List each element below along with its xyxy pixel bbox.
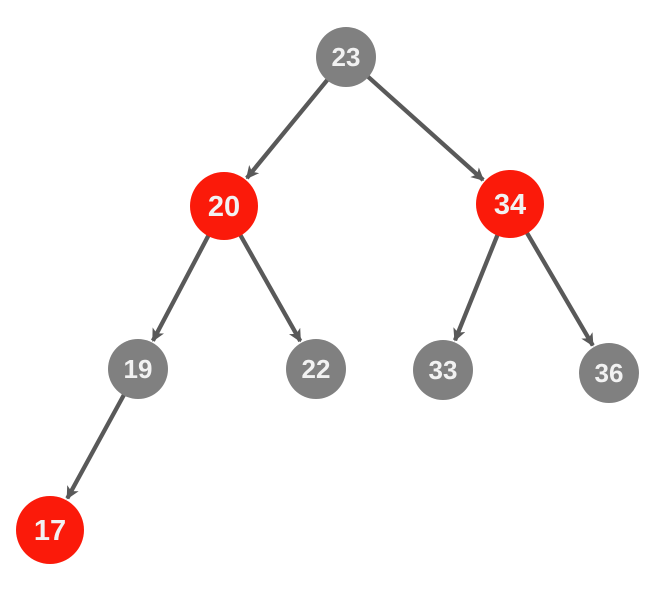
edge-19-17 <box>65 392 127 500</box>
tree-node-label-17: 17 <box>34 515 66 547</box>
tree-node-19 <box>108 339 168 399</box>
tree-node-20 <box>190 172 258 240</box>
tree-node-34 <box>476 170 544 238</box>
tree-node-17 <box>16 496 84 564</box>
tree-node-label-23: 23 <box>332 42 361 72</box>
edge-20-22 <box>237 232 303 343</box>
tree-node-label-22: 22 <box>302 354 331 384</box>
tree-node-36 <box>579 343 639 403</box>
edge-20-19 <box>150 233 212 342</box>
edge-34-33 <box>453 232 500 342</box>
edge-23-20 <box>245 77 330 180</box>
tree-edges <box>65 74 595 500</box>
tree-node-label-19: 19 <box>124 354 153 384</box>
tree-nodes: 23 20 34 19 22 33 36 17 <box>16 27 639 564</box>
tree-node-label-34: 34 <box>494 189 526 221</box>
tree-node-label-20: 20 <box>208 191 240 223</box>
tree-node-label-33: 33 <box>429 355 458 385</box>
tree-node-22 <box>286 339 346 399</box>
tree-node-33 <box>413 340 473 400</box>
tree-node-23 <box>316 27 376 87</box>
tree-node-label-36: 36 <box>595 358 624 388</box>
edge-34-36 <box>524 230 595 347</box>
edge-23-34 <box>365 74 485 182</box>
